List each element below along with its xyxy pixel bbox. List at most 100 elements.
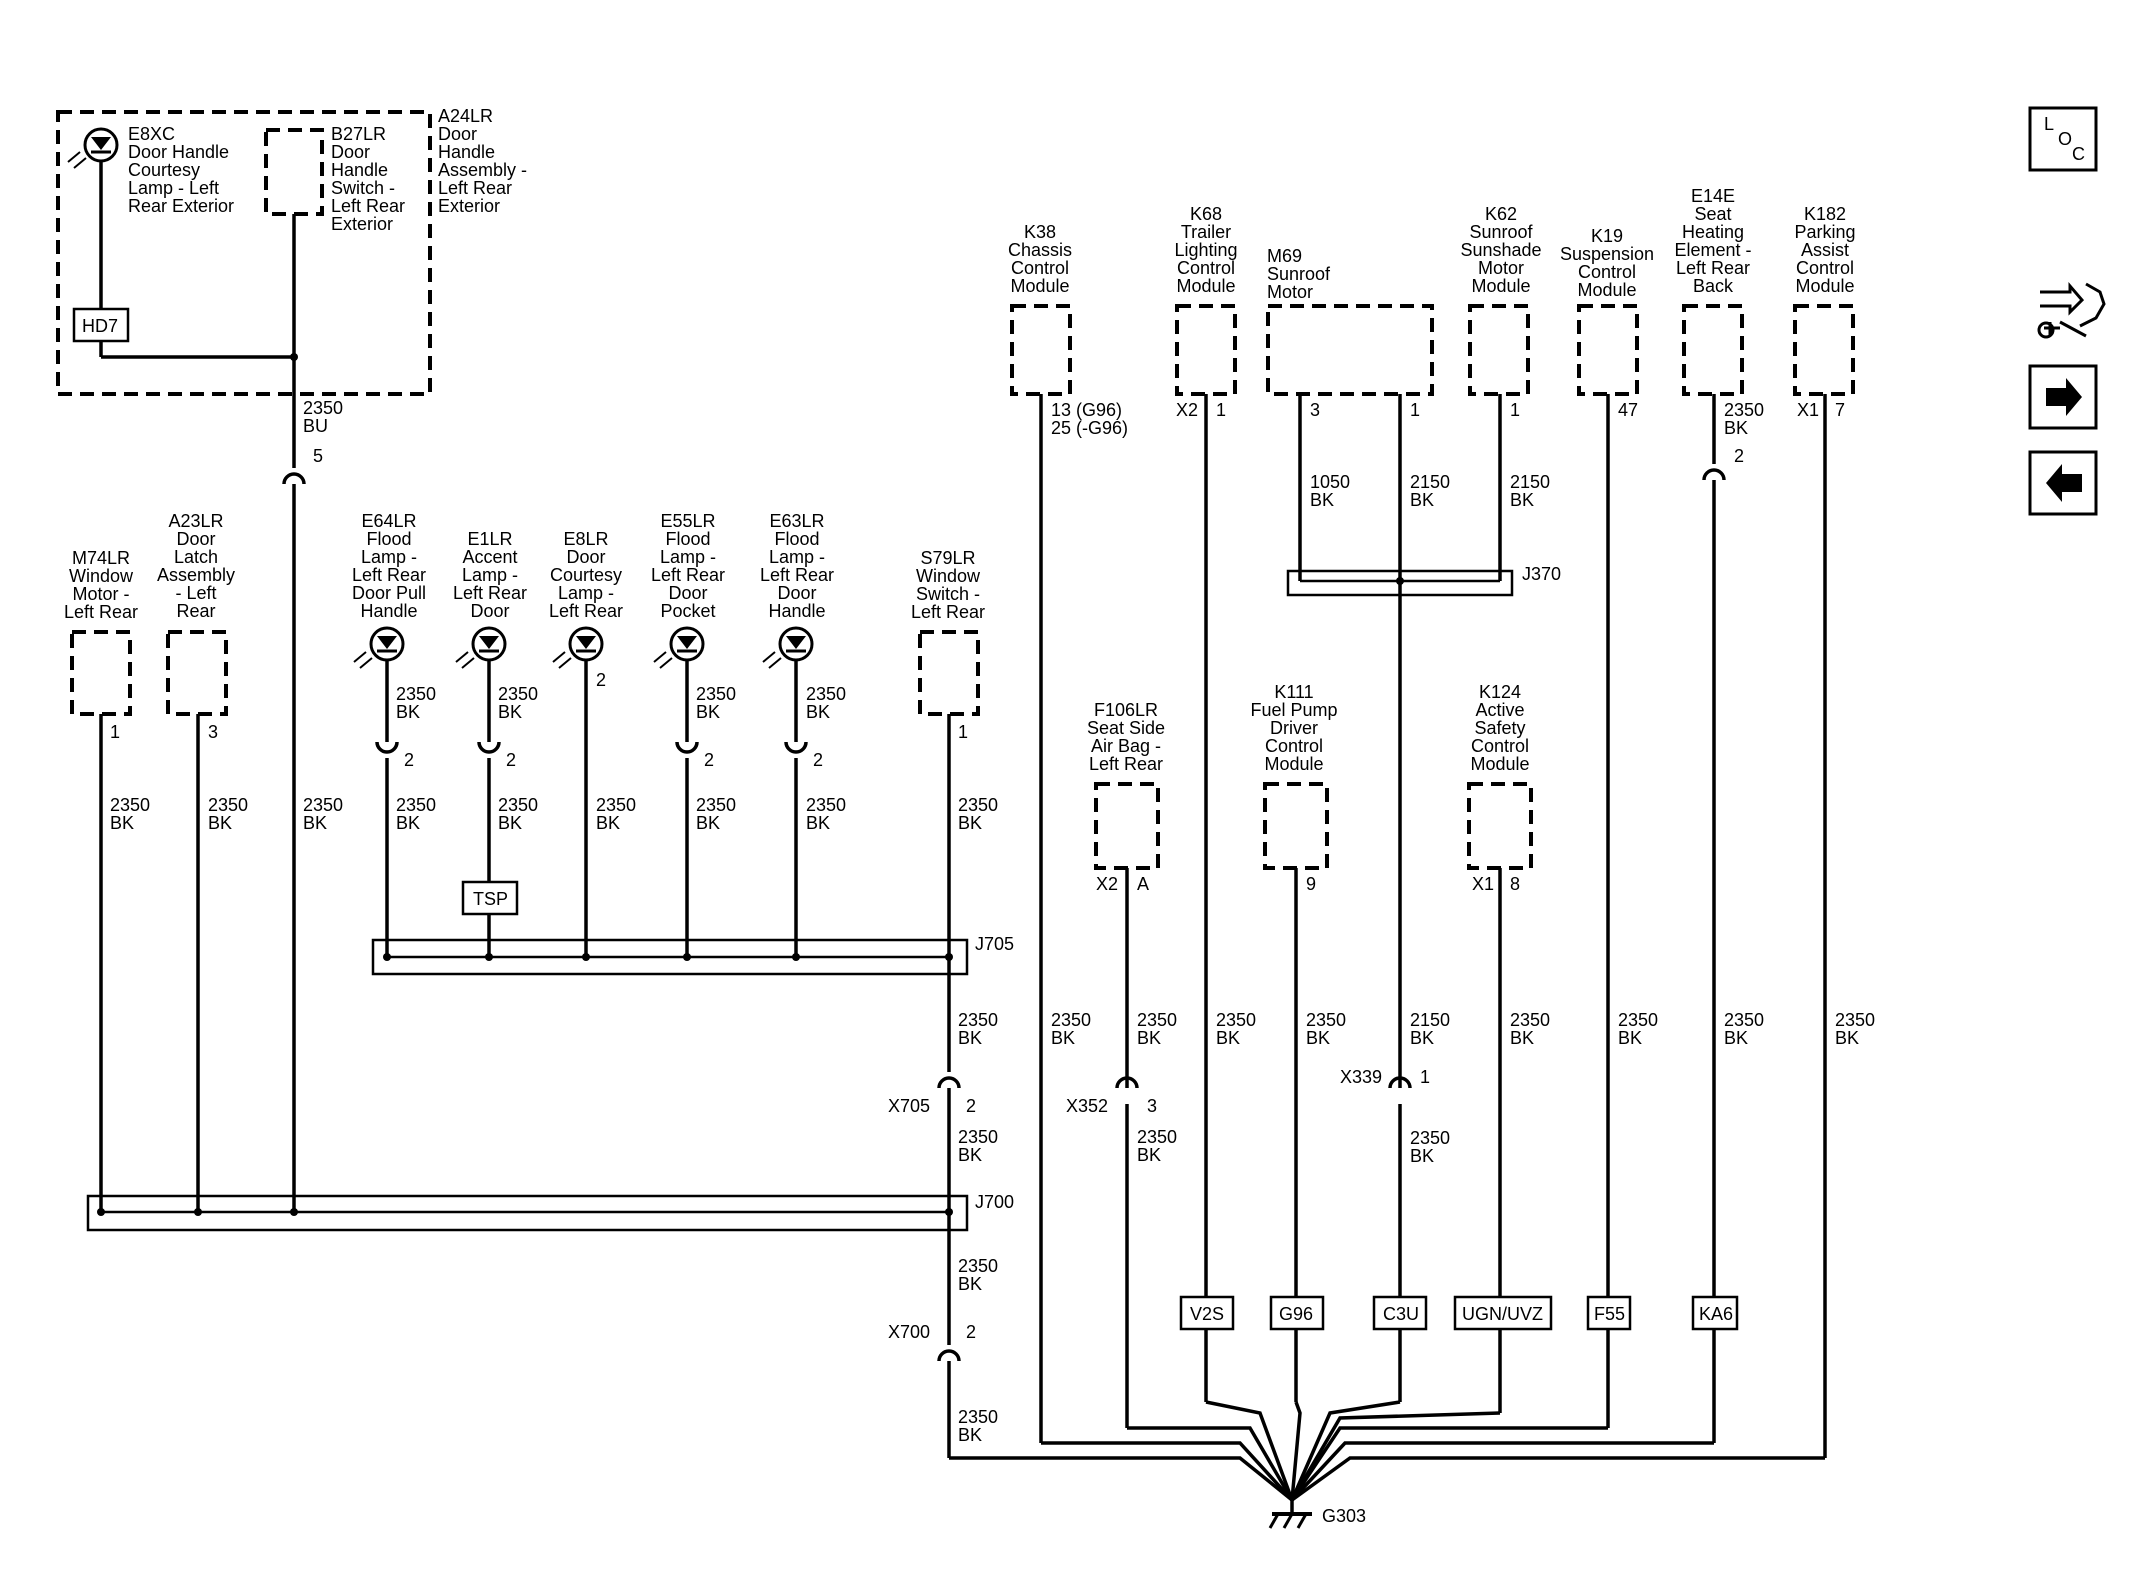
splice-j370-label: J370 (1522, 564, 1561, 584)
splice-j700-label: J700 (975, 1192, 1014, 1212)
arrow-left-icon (2046, 464, 2082, 502)
svg-text:2: 2 (596, 670, 606, 690)
svg-text:1: 1 (1510, 400, 1520, 420)
lamp-e1lr-icon (455, 626, 507, 669)
option-ugn-uvz-box (1453, 1295, 1553, 1331)
next-page-button[interactable] (2028, 364, 2098, 430)
svg-text:9: 9 (1306, 874, 1316, 894)
option-tsp: TSP (473, 889, 508, 909)
option-g96: G96 (1279, 1304, 1313, 1324)
location-button[interactable]: L O C (2028, 106, 2098, 172)
option-g96-box (1269, 1295, 1325, 1331)
svg-text:2: 2 (704, 750, 714, 770)
option-v2s: V2S (1190, 1304, 1224, 1324)
option-ka6: KA6 (1699, 1304, 1733, 1324)
svg-text:O: O (2058, 129, 2072, 149)
pin-1: 1 (110, 722, 120, 742)
connector-x700: X700 (888, 1322, 930, 1342)
svg-text:2: 2 (966, 1096, 976, 1116)
splice-j370: J370 (1286, 564, 1561, 597)
option-v2s-box (1179, 1295, 1235, 1331)
lamp-e55lr-icon (653, 626, 705, 669)
previous-page-button[interactable] (2028, 450, 2098, 516)
svg-text:3: 3 (1310, 400, 1320, 420)
loc-icon: L (2044, 114, 2054, 134)
lamp-e8lr-icon (552, 626, 604, 669)
svg-text:A: A (1137, 874, 1149, 894)
svg-text:C: C (2072, 144, 2085, 164)
splice-j700: J700 (86, 1192, 1014, 1232)
connector-x700-pin (937, 1349, 961, 1362)
ground-g303: G303 (949, 1400, 1825, 1529)
lamp-e63lr-icon (762, 626, 814, 669)
svg-text:2: 2 (966, 1322, 976, 1342)
svg-text:X2: X2 (1096, 874, 1118, 894)
pin-5: 5 (313, 446, 323, 466)
e8xc-lamp-icon (67, 127, 119, 169)
option-c3u: C3U (1383, 1304, 1419, 1324)
connector-x705-pin (937, 1076, 961, 1089)
svg-text:47: 47 (1618, 400, 1638, 420)
pin-3: 3 (208, 722, 218, 742)
option-ka6-box (1691, 1295, 1739, 1331)
option-ugn-uvz: UGN/UVZ (1462, 1304, 1543, 1324)
svg-text:13 (G96): 13 (G96) (1051, 400, 1122, 420)
svg-text:25 (-G96): 25 (-G96) (1051, 418, 1128, 438)
connector-pin-5 (282, 472, 306, 485)
svg-text:7: 7 (1835, 400, 1845, 420)
svg-text:1: 1 (958, 722, 968, 742)
svg-text:1: 1 (1420, 1067, 1430, 1087)
vehicle-service-icon[interactable] (2037, 281, 2106, 339)
ground-label: G303 (1322, 1506, 1366, 1526)
option-f55-box (1586, 1295, 1632, 1331)
svg-text:X1: X1 (1797, 400, 1819, 420)
svg-text:8: 8 (1510, 874, 1520, 894)
